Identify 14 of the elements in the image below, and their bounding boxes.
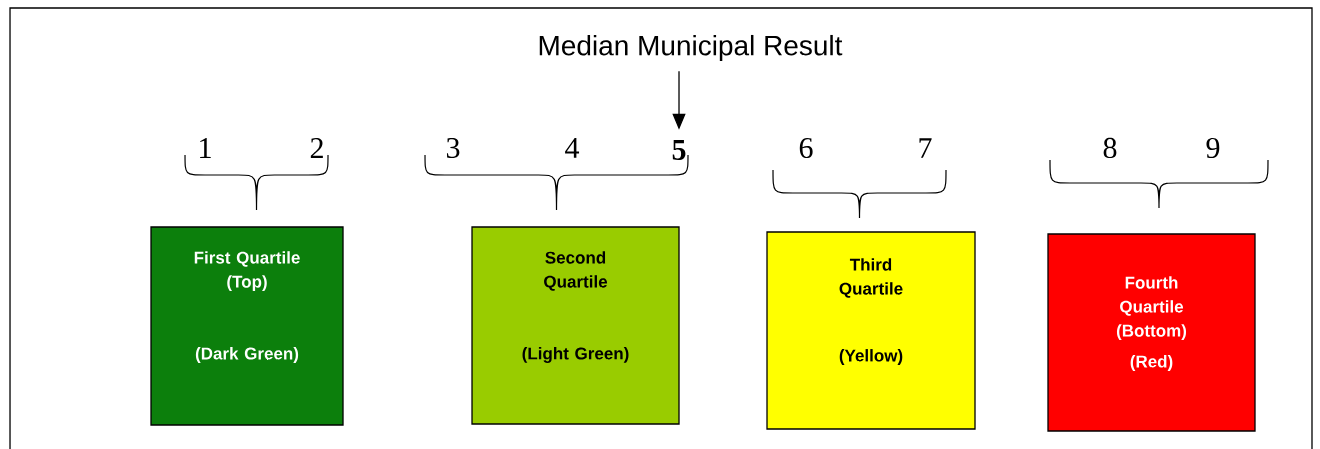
title: Median Municipal Result [539,34,843,62]
quartile-box: Third Quartile (Yellow) [766,231,976,430]
rank-number: 1 [200,138,211,158]
quartile-box: First Quartile (Top) (Dark Green) [150,226,344,426]
rank-number: 9 [1206,137,1220,159]
quartile-box: Fourth Quartile (Bottom) (Red) [1047,233,1256,432]
rank-number: 2 [310,138,323,158]
rank-number: 5 [672,140,686,160]
rank-number: 6 [799,137,813,159]
quartile-box: Second Quartile (Light Green) [471,226,680,425]
rank-number: 3 [446,137,460,159]
rank-number: 7 [919,138,932,158]
rank-number: 8 [1103,137,1117,159]
rank-number: 4 [565,138,580,158]
